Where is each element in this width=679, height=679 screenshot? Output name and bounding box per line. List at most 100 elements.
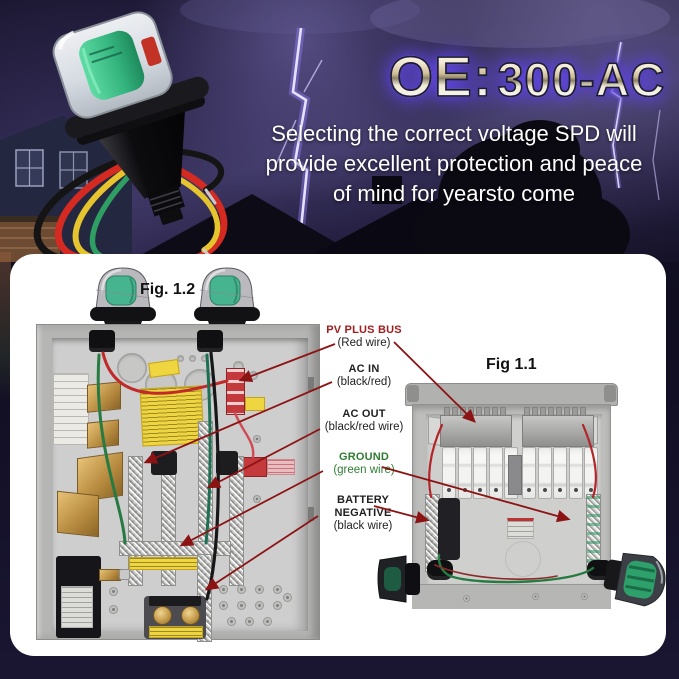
- rivet: [255, 601, 264, 610]
- heatsink: [522, 415, 594, 447]
- callout-battery-negative: BATTERY NEGATIVE (black wire): [324, 494, 402, 534]
- screw: [463, 595, 470, 602]
- battery-label: [149, 626, 203, 638]
- rivet: [237, 585, 246, 594]
- rivet: [273, 585, 282, 594]
- breaker-sticker: [61, 586, 93, 628]
- callout-title: BATTERY NEGATIVE: [334, 494, 392, 519]
- cloud-shape: [370, 0, 670, 48]
- heatsink: [440, 415, 512, 447]
- callout-subtitle: (green wire): [333, 463, 395, 476]
- rivet: [245, 617, 254, 626]
- corner-gland: [427, 560, 453, 580]
- callout-subtitle: (black/red): [336, 375, 392, 388]
- pv-plus-tag: [245, 397, 265, 411]
- fuse-holder: [537, 447, 552, 499]
- knockout: [189, 355, 196, 362]
- breaker-stud: [99, 569, 121, 581]
- wire-lug: [151, 451, 177, 475]
- callout-ground: GROUND (green wire): [322, 451, 406, 478]
- callout-title: GROUND: [338, 451, 390, 463]
- rivet: [263, 617, 272, 626]
- model-title: OE: 300-AC: [378, 44, 676, 110]
- battery-lug-top: [149, 596, 201, 606]
- ground-terminal-strip: [586, 494, 601, 572]
- ground-bar-label: [129, 557, 201, 570]
- hinge-knob: [604, 385, 616, 402]
- rivet: [109, 587, 118, 596]
- box-lid: [405, 383, 618, 406]
- house-silhouette: [0, 116, 132, 262]
- rivet: [237, 601, 246, 610]
- rivet: [283, 593, 292, 602]
- screw: [532, 593, 539, 600]
- tree-silhouette: [414, 120, 630, 262]
- fuse-holder-row-right: [522, 447, 598, 499]
- hinge-slot: [308, 507, 314, 521]
- knockout: [117, 353, 147, 383]
- cloud-shape: [550, 34, 679, 86]
- model-number: 300-AC: [497, 52, 666, 107]
- rivet: [253, 435, 261, 443]
- pv-plus-terminal-block: [226, 368, 245, 415]
- combiner-box-photo: [405, 383, 618, 609]
- stud-tip: [119, 569, 130, 580]
- hinge-slot: [308, 377, 314, 391]
- rivet: [273, 601, 282, 610]
- brass-nut: [181, 606, 200, 625]
- rivet: [219, 601, 228, 610]
- cable-gland: [197, 330, 223, 352]
- fuse-holder: [488, 447, 503, 499]
- tagline-line-1: Selecting the correct voltage SPD will: [271, 121, 637, 146]
- knockout: [249, 371, 258, 380]
- callout-subtitle: (black/red wire): [324, 420, 404, 433]
- hinge-knob: [407, 385, 419, 402]
- spec-label: [139, 385, 205, 447]
- cable-gland: [89, 330, 115, 352]
- fuse-holder: [457, 447, 472, 499]
- panel-component: [53, 373, 89, 445]
- pv-terminal-block: [243, 457, 267, 477]
- rivet: [219, 585, 228, 594]
- tagline-line-2: provide excellent protection and peace: [265, 150, 643, 176]
- callout-ac-out: AC OUT (black/red wire): [318, 408, 410, 435]
- fuse-holder: [568, 447, 583, 499]
- brass-busbar: [57, 490, 99, 538]
- callout-subtitle: (Red wire): [337, 336, 391, 349]
- terminal-strip: [229, 456, 244, 586]
- fuse-holder: [442, 447, 456, 499]
- wire-lug: [216, 451, 238, 475]
- knockout: [233, 361, 244, 372]
- knockout: [201, 355, 208, 362]
- ground-bar: [119, 541, 231, 556]
- tagline-line-3: of mind for yearsto come: [332, 180, 576, 206]
- callout-title: AC IN: [348, 363, 380, 375]
- brass-busbar: [87, 381, 121, 413]
- lightning-icon: [609, 41, 661, 201]
- callout-subtitle: (black wire): [333, 519, 393, 532]
- fuse-holder: [553, 447, 567, 499]
- callout-pv-plus-bus: PV PLUS BUS (Red wire): [324, 324, 404, 351]
- callout-title: PV PLUS BUS: [326, 324, 402, 336]
- tagline: Selecting the correct voltage SPD will p…: [230, 119, 678, 209]
- callout-title: AC OUT: [342, 408, 386, 420]
- fuse-holder: [522, 447, 536, 499]
- brass-nut: [153, 606, 172, 625]
- black-component: [438, 498, 460, 560]
- rivet: [255, 585, 264, 594]
- bottom-flange: [412, 584, 611, 609]
- callout-ac-in: AC IN (black/red): [324, 363, 404, 390]
- din-rail: [508, 455, 522, 495]
- embossed-circle: [505, 541, 541, 577]
- lightning-icon: [275, 27, 323, 239]
- fuse-holder-row-left: [442, 447, 518, 499]
- rivet: [109, 605, 118, 614]
- corner-gland: [587, 560, 613, 580]
- model-prefix: OE:: [388, 44, 493, 110]
- screw: [581, 593, 588, 600]
- spec-sticker: [507, 518, 534, 539]
- pv-bus-tag: [267, 459, 295, 475]
- rivet: [253, 495, 261, 503]
- fig-1-1-label: Fig 1.1: [486, 356, 537, 373]
